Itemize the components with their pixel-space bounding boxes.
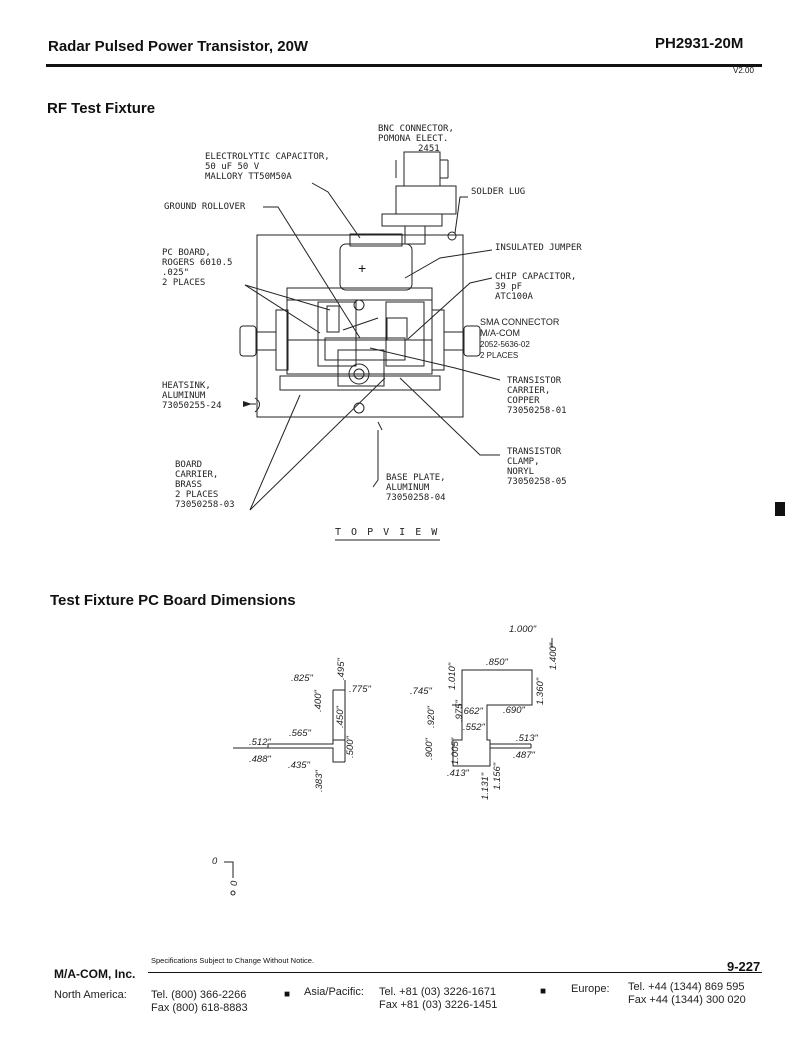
dim-552: .552" [463,722,485,733]
dim-500: .500" [345,736,356,758]
dim-1131: 1.131" [480,772,491,800]
dim-1360: 1.360" [535,677,546,705]
version-label: V2.00 [733,66,754,75]
ap-fax: Fax +81 (03) 3226-1451 [379,999,498,1011]
company-name: M/A-COM, Inc. [54,967,136,981]
heatsink-label: HEATSINK, ALUMINUM 73050255-24 [162,381,222,411]
dim-413: .413" [447,768,469,779]
eu-tel: Tel. +44 (1344) 869 595 [628,981,745,993]
dim-400: .400" [313,690,324,712]
na-label: North America: [54,989,127,1001]
right-board-outline [453,670,532,766]
part-number: PH2931-20M [655,35,744,52]
dim-920: .920" [426,706,437,728]
eu-fax: Fax +44 (1344) 300 020 [628,994,746,1006]
ap-tel: Tel. +81 (03) 3226-1671 [379,986,497,998]
na-tel: Tel. (800) 366-2266 [151,989,247,1001]
board-carrier-label: BOARD CARRIER, BRASS 2 PLACES 73050258-0… [175,460,235,510]
transistor-clamp-label: TRANSISTOR CLAMP, NORYL 73050258-05 [507,447,567,487]
left-board-outline [268,690,345,762]
page-number: 9-227 [727,959,761,974]
insulated-jumper-label: INSULATED JUMPER [495,243,582,253]
dim-513: .513" [516,733,538,744]
dim-487: .487" [513,750,535,761]
origin-y-label: 0 [229,880,240,886]
dim-900: .900" [424,738,435,760]
dim-495: .495" [336,658,347,680]
dim-662: .662" [461,706,483,717]
dim-1000: 1.000" [509,624,537,635]
capacitor-body [340,244,412,290]
pc-board-label: PC BOARD, ROGERS 6010.5 .025" 2 PLACES [162,248,233,288]
base-plate-outline [257,235,463,417]
bullet-separator: ■ [284,989,291,1000]
capacitor-polarity: + [358,260,367,276]
dim-450: .450" [335,706,346,728]
dim-565: .565" [289,728,311,739]
dim-435: .435" [288,760,310,771]
dim-825: .825" [291,673,313,684]
ap-label: Asia/Pacific: [304,986,364,998]
top-view-label: T O P V I E W [335,527,440,538]
dim-512: .512" [249,737,271,748]
solder-lug-label: SOLDER LUG [471,187,526,197]
solder-lug [448,232,456,240]
dim-850: .850" [486,657,508,668]
arrow-head [243,401,252,407]
dim-745: .745" [410,686,432,697]
pcb-dimensions-heading: Test Fixture PC Board Dimensions [50,592,296,609]
dim-383: .383" [314,770,325,792]
dim-488: .488" [249,754,271,765]
transistor-carrier-label: TRANSISTOR CARRIER, COPPER 73050258-01 [507,376,567,416]
capacitor-label: ELECTROLYTIC CAPACITOR, 50 uF 50 V MALLO… [205,152,330,182]
dim-1400: 1.400" [548,642,559,670]
origin-marker [224,862,233,878]
footer-rule [148,972,762,973]
change-notice: Specifications Subject to Change Without… [151,956,315,965]
dim-1010: 1.010" [447,662,458,690]
dim-690: .690" [503,705,525,716]
dim-1156: 1.156" [492,762,503,790]
rf-test-fixture-heading: RF Test Fixture [47,100,156,117]
document-title: Radar Pulsed Power Transistor, 20W [48,38,309,55]
header-rule [46,64,762,67]
ground-rollover-label: GROUND ROLLOVER [164,202,246,212]
eu-label: Europe: [571,983,610,995]
bnc-label: BNC CONNECTOR, POMONA ELECT. 2451 [378,124,454,154]
edge-tab-marker [775,502,785,516]
chip-capacitor-label: CHIP CAPACITOR, 39 pF ATC100A [495,272,577,302]
bullet-separator: ■ [540,986,547,997]
dim-775: .775" [349,684,371,695]
base-plate-label: BASE PLATE, ALUMINUM 73050258-04 [386,473,446,503]
origin-x-label: 0 [212,856,218,867]
sma-connector-label: SMA CONNECTOR M/A-COM 2052-5636-02 2 PLA… [480,317,560,360]
dim-1005: 1.005" [450,737,461,765]
na-fax: Fax (800) 618-8883 [151,1002,248,1014]
